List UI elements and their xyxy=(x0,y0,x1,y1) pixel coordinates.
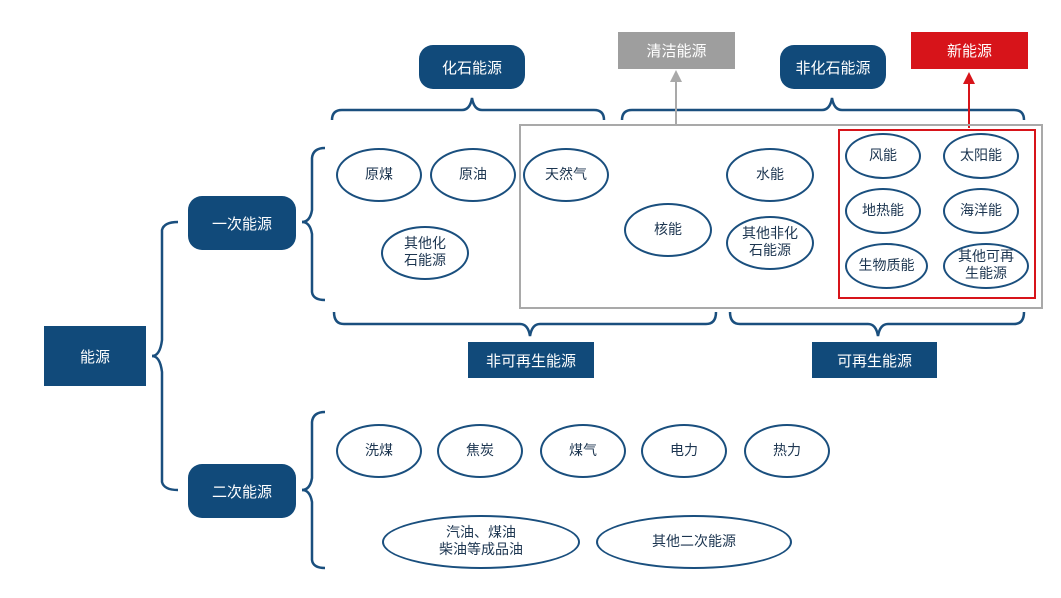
solar-oval: 太阳能 xyxy=(943,133,1019,179)
wind-oval: 风能 xyxy=(845,133,921,179)
primary-energy-node: 一次能源 xyxy=(188,196,296,250)
non-fossil-energy-label: 非化石能源 xyxy=(780,45,886,89)
washed-coal-oval: 洗煤 xyxy=(336,424,422,478)
biomass-oval: 生物质能 xyxy=(845,243,928,289)
heat-oval: 热力 xyxy=(744,424,830,478)
coke-oval: 焦炭 xyxy=(437,424,523,478)
raw-coal-oval: 原煤 xyxy=(336,148,422,202)
refined-oil-oval: 汽油、煤油 柴油等成品油 xyxy=(382,515,580,569)
renewable-energy-label: 可再生能源 xyxy=(812,342,937,378)
non-renewable-energy-label: 非可再生能源 xyxy=(468,342,594,378)
new-energy-frame xyxy=(838,129,1036,299)
root-label: 能源 xyxy=(79,347,110,366)
other-renewable-oval: 其他可再 生能源 xyxy=(943,243,1029,289)
other-fossil-oval: 其他化 石能源 xyxy=(381,226,469,280)
natural-gas-oval: 天然气 xyxy=(523,148,609,202)
nuclear-oval: 核能 xyxy=(624,203,712,257)
new-energy-label: 新能源 xyxy=(911,32,1028,69)
primary-label: 一次能源 xyxy=(211,214,272,233)
coal-gas-oval: 煤气 xyxy=(540,424,626,478)
fossil-energy-label: 化石能源 xyxy=(419,45,525,89)
other-non-fossil-oval: 其他非化 石能源 xyxy=(726,216,814,270)
hydro-oval: 水能 xyxy=(726,148,814,202)
clean-energy-label: 清洁能源 xyxy=(618,32,735,69)
clean-energy-frame xyxy=(519,124,1043,309)
secondary-label: 二次能源 xyxy=(211,482,272,501)
electricity-oval: 电力 xyxy=(641,424,727,478)
crude-oil-oval: 原油 xyxy=(430,148,516,202)
geothermal-oval: 地热能 xyxy=(845,188,921,234)
root-node: 能源 xyxy=(44,326,146,386)
other-secondary-oval: 其他二次能源 xyxy=(596,515,792,569)
secondary-energy-node: 二次能源 xyxy=(188,464,296,518)
ocean-oval: 海洋能 xyxy=(943,188,1019,234)
